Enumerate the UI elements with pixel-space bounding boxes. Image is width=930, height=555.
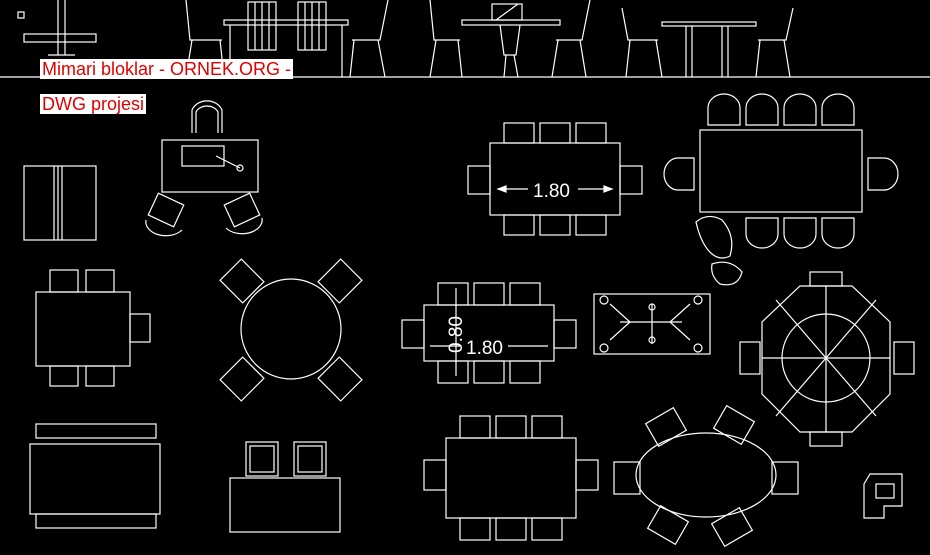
square-table-block — [35, 269, 151, 387]
elevation-chairs — [185, 0, 794, 78]
dimension-label-mid-width: 0.80 — [446, 316, 467, 353]
watermark-line-1: Mimari bloklar - ORNEK.ORG - — [40, 59, 294, 79]
dimension-label-top: 1.80 — [533, 181, 570, 202]
elevation-strip — [0, 0, 930, 78]
desk-block — [145, 100, 263, 237]
bench-block — [29, 423, 161, 529]
round-table-4-seat — [219, 258, 363, 402]
elevation-tall-table — [661, 21, 757, 77]
glass-table-block — [593, 293, 711, 355]
lounge-chair-block — [863, 473, 903, 519]
dining-table-8-seat-bottom — [423, 415, 599, 541]
octagon-table-block — [739, 271, 915, 447]
conference-table-10-seat — [663, 93, 899, 286]
cabinet-block — [23, 165, 97, 241]
dining-table-6-seat-mid — [401, 282, 577, 384]
elevation-umbrella-table — [23, 0, 97, 56]
dining-table-6-seat-top — [467, 122, 643, 236]
small-table-2-seat — [229, 441, 341, 533]
oval-table-block — [613, 404, 799, 548]
small-marker-icon — [17, 11, 25, 19]
elevation-dining-set — [223, 1, 349, 77]
watermark-line-2: DWG projesi — [40, 94, 147, 114]
elevation-pedestal-table — [461, 3, 561, 78]
dimension-label-mid: 1.80 — [466, 338, 503, 359]
